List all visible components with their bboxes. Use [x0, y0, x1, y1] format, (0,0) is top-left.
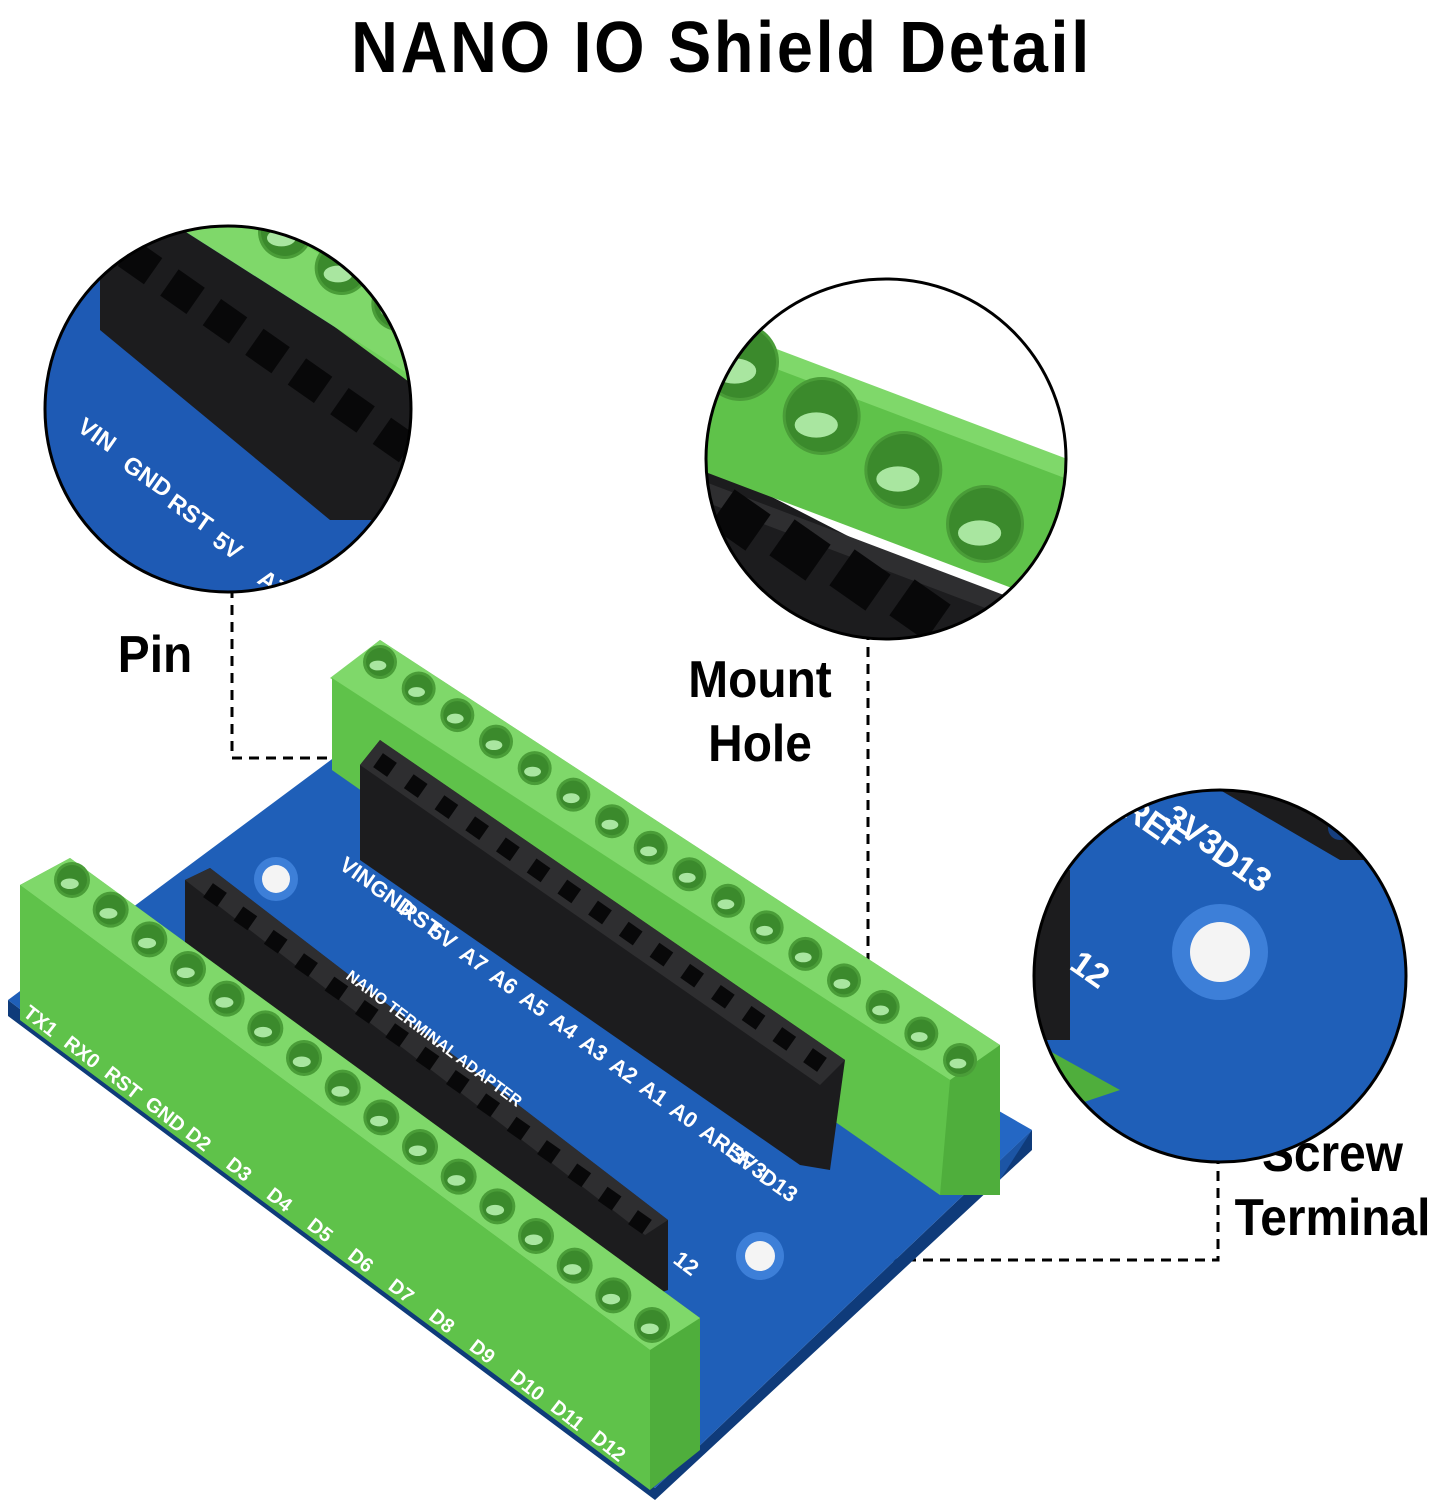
header-slot [618, 921, 643, 946]
terminal-screw-shine [446, 713, 464, 724]
terminal-screw-shine [331, 1086, 350, 1097]
pin-leader-line [230, 588, 380, 760]
terminal-screw-shine [486, 1204, 505, 1216]
terminal-screw-shine [408, 687, 425, 697]
header-slot [597, 1186, 622, 1211]
header-slot [287, 358, 333, 403]
terminal-screw-shine [678, 872, 696, 883]
header-slot [496, 837, 520, 862]
header-slot [769, 519, 831, 581]
terminal-screw-shine [176, 967, 195, 978]
header-slot [537, 1140, 561, 1164]
header-slot [385, 1023, 409, 1047]
header-slot [403, 774, 428, 798]
page-title: NANO IO Shield Detail [0, 0, 1443, 96]
terminal-screw-shine [562, 793, 580, 804]
header-slot [526, 858, 551, 883]
terminal-screw-shine [323, 265, 353, 283]
header-slot [160, 269, 205, 314]
header-slot [588, 900, 612, 925]
terminal-screw-shine [138, 937, 157, 949]
header-slot [263, 929, 288, 954]
terminal-screw-shine [485, 740, 503, 750]
terminal-screw-shine [949, 1058, 967, 1069]
header-slot [373, 753, 397, 777]
header-slot [741, 1006, 766, 1030]
header-slot [557, 879, 582, 904]
zoom-circle-mount-hole [704, 277, 1068, 641]
terminal-screw-shine [794, 412, 838, 438]
header-slot [245, 328, 290, 374]
terminal-screw-shine [60, 878, 79, 889]
terminal-screw-shine [370, 1115, 389, 1127]
header-slot [294, 953, 318, 977]
terminal-screw-shine [524, 1234, 543, 1245]
terminal-screw-shine [833, 979, 851, 989]
header-slot [680, 963, 704, 988]
pcb-edge [8, 1000, 1032, 1500]
terminal-screw-shine [794, 952, 812, 963]
female-header-rear [360, 740, 845, 1170]
title-text: NANO IO Shield Detail [351, 8, 1092, 88]
terminal-screw-shine [958, 520, 1002, 546]
terminal-screw-shine [254, 1026, 273, 1038]
header-slot [567, 1163, 592, 1188]
terminal-screw-shine [717, 899, 735, 910]
terminal-screw-shine [563, 1264, 582, 1275]
terminal-screw-shine [910, 1032, 928, 1042]
female-header-front [185, 868, 668, 1300]
terminal-screw-shine [640, 846, 657, 857]
mount-hole-right [736, 1232, 784, 1280]
terminal-screw-hole [428, 313, 482, 367]
terminal-screw-hole-inner [431, 316, 479, 364]
callout-pin-label: Pin [117, 626, 193, 684]
header-slot [202, 299, 248, 344]
header-slot [772, 1027, 797, 1051]
terminal-screw-shine [640, 1323, 659, 1334]
header-slot [711, 984, 735, 1009]
terminal-screw-shine [602, 1293, 621, 1305]
header-slot [446, 1070, 470, 1094]
terminal-screw-shine [408, 1145, 427, 1156]
header-slot [649, 942, 674, 967]
callout-screw-terminal-label: Screw Terminal [1234, 1125, 1431, 1247]
terminal-screw-shine [447, 1175, 466, 1186]
terminal-screw-shine [292, 1056, 311, 1067]
header-slot [506, 1116, 531, 1141]
terminal-screw-shine [99, 908, 118, 919]
header-slot [628, 1210, 652, 1234]
header-slot [829, 549, 891, 611]
header-slot [476, 1093, 501, 1118]
header-slot [434, 795, 459, 819]
screw-terminal-block-front [20, 858, 700, 1490]
header-slot [330, 388, 375, 433]
header-slot [324, 976, 349, 1001]
header-slot [233, 906, 258, 931]
header-slot [803, 1048, 827, 1072]
header-slot [709, 489, 771, 551]
terminal-screw-shine [215, 997, 234, 1008]
header-slot [354, 999, 379, 1024]
zoom-circle-screw-terminal: AREF 3V3 D13 12 [1032, 788, 1408, 1164]
terminal-screw-shine [437, 338, 466, 355]
terminal-screw-hole-inner [374, 280, 411, 328]
header-slot [889, 579, 951, 639]
header-slot [415, 1046, 440, 1071]
terminal-screw-shine [872, 1005, 889, 1016]
terminal-screw-shine [369, 660, 387, 671]
terminal-screw-shine [601, 819, 619, 830]
header-slot [203, 883, 227, 907]
terminal-screw-shine [876, 466, 920, 492]
terminal-screw-shine [756, 925, 773, 936]
mount-hole-left [254, 857, 298, 901]
callout-mount-hole-label: Mount Hole [688, 651, 832, 773]
terminal-screw-shine [524, 766, 541, 777]
header-slot [465, 816, 489, 841]
